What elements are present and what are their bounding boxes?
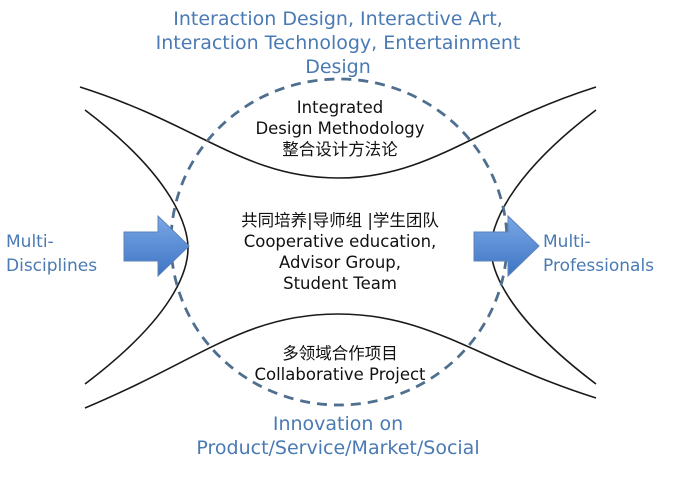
left-label-line-2: Disciplines xyxy=(6,256,98,276)
methodology-line-2: Design Methodology xyxy=(255,119,425,138)
center-line-4: Student Team xyxy=(283,274,397,293)
center-line-2: Cooperative education, xyxy=(243,232,437,251)
bottom-label-line-1: Innovation on xyxy=(272,413,404,435)
center-line-1: 共同培养|导师组 |学生团队 xyxy=(241,211,439,230)
upper-curve xyxy=(79,86,597,179)
right-label-line-1: Multi- xyxy=(543,232,591,252)
top-label-line-2: Interaction Technology, Entertainment xyxy=(155,32,521,54)
lower-curve xyxy=(84,313,597,409)
methodology-line-1: Integrated xyxy=(296,98,384,117)
top-label-line-3: Design xyxy=(305,56,371,78)
methodology-line-3: 整合设计方法论 xyxy=(282,140,398,159)
methodology-text: Integrated Design Methodology 整合设计方法论 xyxy=(200,97,480,160)
bottom-label: Innovation on Product/Service/Market/Soc… xyxy=(0,412,676,460)
project-line-2: Collaborative Project xyxy=(254,365,426,384)
top-label: Interaction Design, Interactive Art, Int… xyxy=(0,7,676,79)
top-label-line-1: Interaction Design, Interactive Art, xyxy=(173,8,503,30)
right-label: Multi- Professionals xyxy=(543,230,673,278)
project-text: 多领域合作项目 Collaborative Project xyxy=(200,343,480,385)
center-line-3: Advisor Group, xyxy=(278,253,402,272)
bottom-label-line-2: Product/Service/Market/Social xyxy=(196,437,480,459)
project-line-1: 多领域合作项目 xyxy=(282,344,398,363)
left-curve xyxy=(84,109,189,385)
left-label: Multi- Disciplines xyxy=(6,230,116,278)
left-label-line-1: Multi- xyxy=(6,232,54,252)
right-label-line-2: Professionals xyxy=(543,256,655,276)
left-arrow xyxy=(123,214,190,278)
center-text: 共同培养|导师组 |学生团队 Cooperative education, Ad… xyxy=(200,210,480,294)
right-arrow xyxy=(473,214,540,278)
